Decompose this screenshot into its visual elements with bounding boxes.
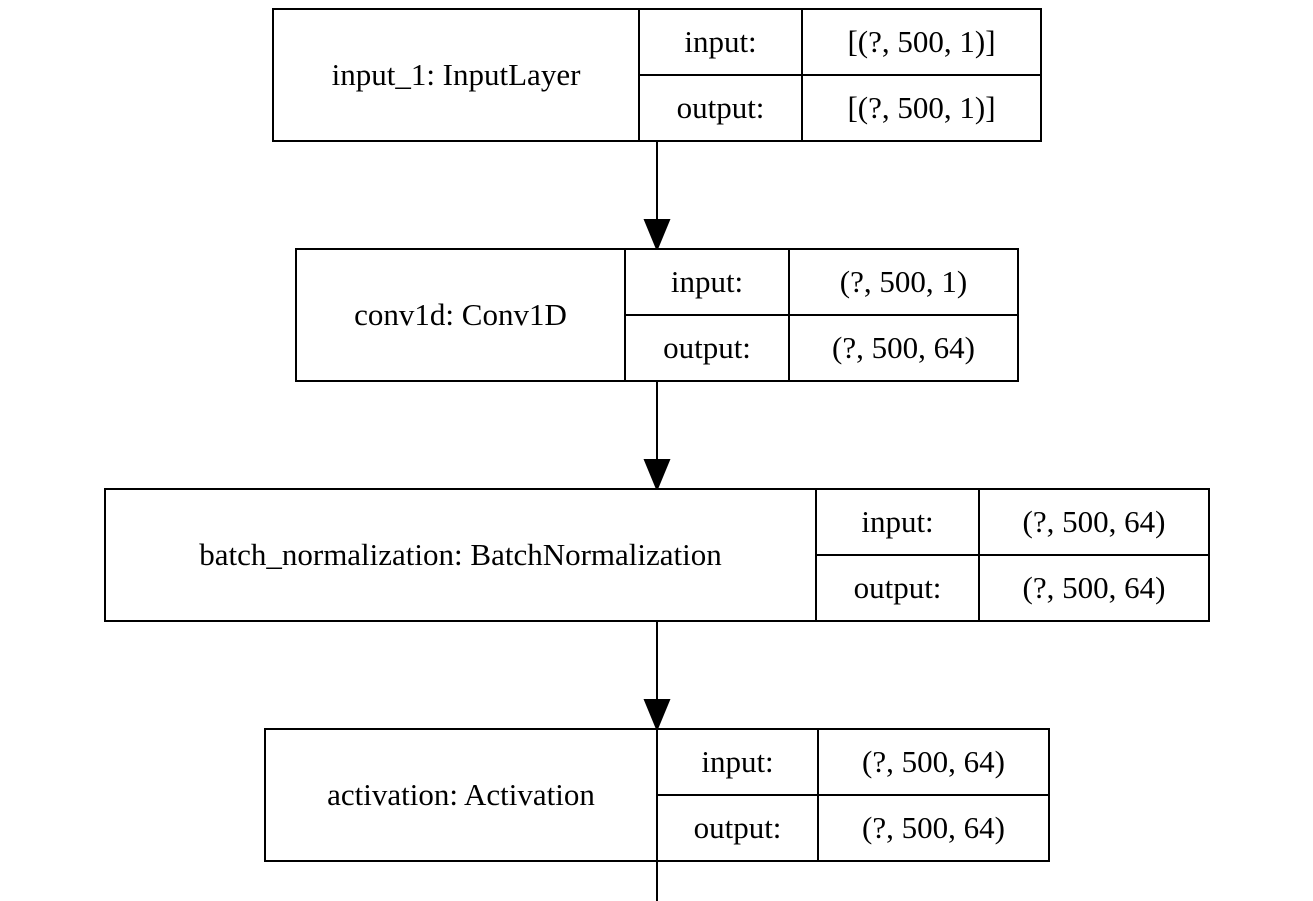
input-shape: (?, 500, 1) [790,250,1017,316]
output-label: output: [663,330,751,365]
io-labels: input: output: [658,730,819,860]
input-shape: [(?, 500, 1)] [803,10,1040,76]
layer-name: batch_normalization: BatchNormalization [106,490,817,620]
input-shape: (?, 500, 64) [980,490,1208,556]
io-shapes: (?, 500, 64) (?, 500, 64) [819,730,1048,860]
input-label: input: [626,250,788,316]
output-label: output: [853,570,942,605]
arrowhead-conv1d [643,219,671,252]
io-labels: input: output: [640,10,803,140]
layer-node-input-1: input_1: InputLayer input: output: [(?, … [272,8,1042,142]
output-shape: (?, 500, 64) [862,810,1005,845]
io-shapes: (?, 500, 1) (?, 500, 64) [790,250,1017,380]
output-shape: (?, 500, 64) [832,330,975,365]
input-label: input: [640,10,801,76]
input-shape: (?, 500, 64) [819,730,1048,796]
io-labels: input: output: [626,250,790,380]
output-label: output: [693,810,782,845]
layer-node-conv1d: conv1d: Conv1D input: output: (?, 500, 1… [295,248,1019,382]
io-labels: input: output: [817,490,980,620]
layer-node-batch-normalization: batch_normalization: BatchNormalization … [104,488,1210,622]
output-shape: (?, 500, 64) [1022,570,1166,605]
layer-name: input_1: InputLayer [274,10,640,140]
input-label: input: [817,490,978,556]
io-shapes: [(?, 500, 1)] [(?, 500, 1)] [803,10,1040,140]
io-shapes: (?, 500, 64) (?, 500, 64) [980,490,1208,620]
output-shape: [(?, 500, 1)] [847,90,996,125]
output-label: output: [676,90,765,125]
arrowhead-activation [643,699,671,732]
layer-name: conv1d: Conv1D [297,250,626,380]
input-label: input: [658,730,817,796]
arrowhead-batchnorm [643,459,671,492]
layer-node-activation: activation: Activation input: output: (?… [264,728,1050,862]
layer-name: activation: Activation [266,730,658,860]
